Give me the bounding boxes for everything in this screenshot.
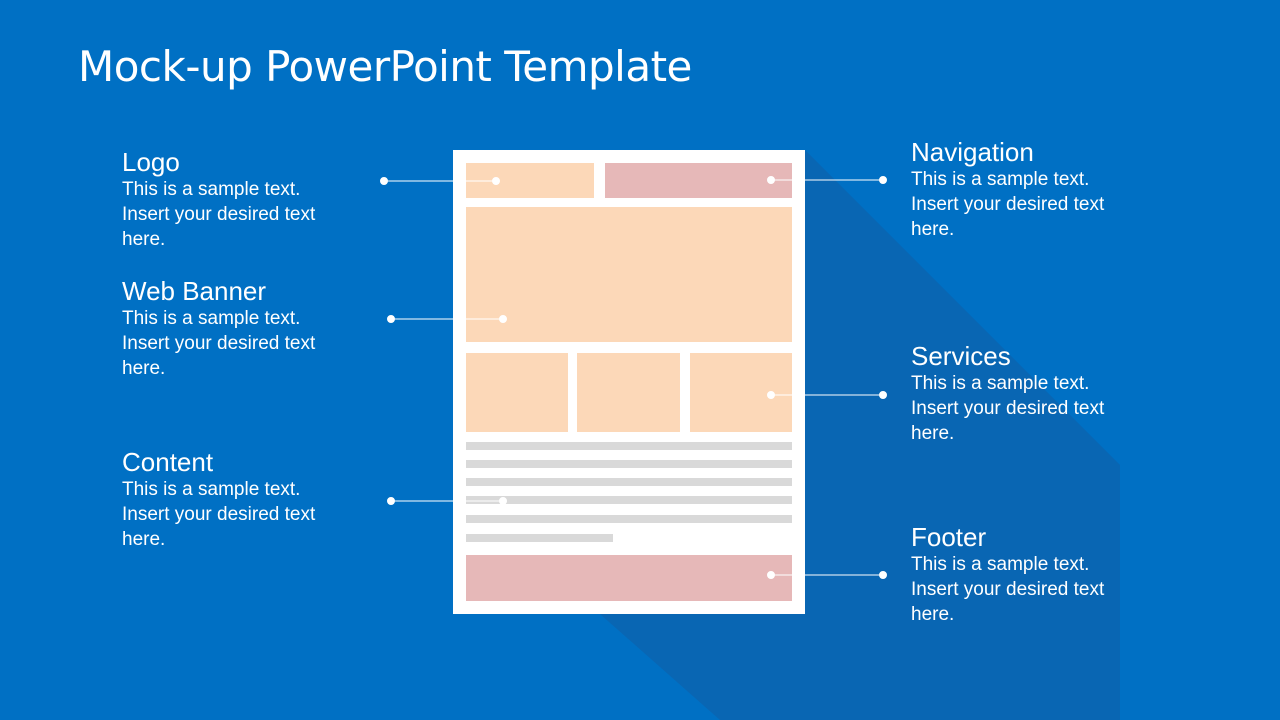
callout-web-banner: Web Banner This is a sample text. Insert…	[122, 276, 382, 381]
callout-navigation-heading: Navigation	[911, 137, 1034, 167]
content-line	[466, 442, 792, 450]
callout-logo: Logo This is a sample text. Insert your …	[122, 147, 382, 252]
callout-content-body: This is a sample text. Insert your desir…	[122, 479, 316, 550]
callout-logo-heading: Logo	[122, 147, 180, 177]
footer-block	[466, 555, 792, 601]
callout-navigation: Navigation This is a sample text. Insert…	[911, 137, 1171, 242]
web-banner-block	[466, 207, 792, 342]
callout-web-banner-heading: Web Banner	[122, 276, 267, 306]
service-block-2	[577, 353, 680, 432]
content-line	[466, 515, 792, 523]
callout-services-heading: Services	[911, 341, 1011, 371]
callout-services: Services This is a sample text. Insert y…	[911, 341, 1171, 446]
content-line	[466, 496, 792, 504]
navigation-block	[605, 163, 792, 198]
callout-footer-body: This is a sample text. Insert your desir…	[911, 554, 1105, 625]
callout-footer: Footer This is a sample text. Insert you…	[911, 522, 1171, 627]
callout-web-banner-body: This is a sample text. Insert your desir…	[122, 308, 316, 379]
callout-navigation-body: This is a sample text. Insert your desir…	[911, 169, 1105, 240]
callout-logo-body: This is a sample text. Insert your desir…	[122, 179, 316, 250]
content-line	[466, 478, 792, 486]
wireframe-page	[453, 150, 805, 614]
content-line	[466, 460, 792, 468]
callout-footer-heading: Footer	[911, 522, 987, 552]
callout-content-heading: Content	[122, 447, 214, 477]
logo-block	[466, 163, 594, 198]
service-block-3	[690, 353, 792, 432]
callout-content: Content This is a sample text. Insert yo…	[122, 447, 382, 552]
callout-services-body: This is a sample text. Insert your desir…	[911, 373, 1105, 444]
slide-title: Mock-up PowerPoint Template	[78, 42, 692, 91]
service-block-1	[466, 353, 568, 432]
content-line-short	[466, 534, 613, 542]
